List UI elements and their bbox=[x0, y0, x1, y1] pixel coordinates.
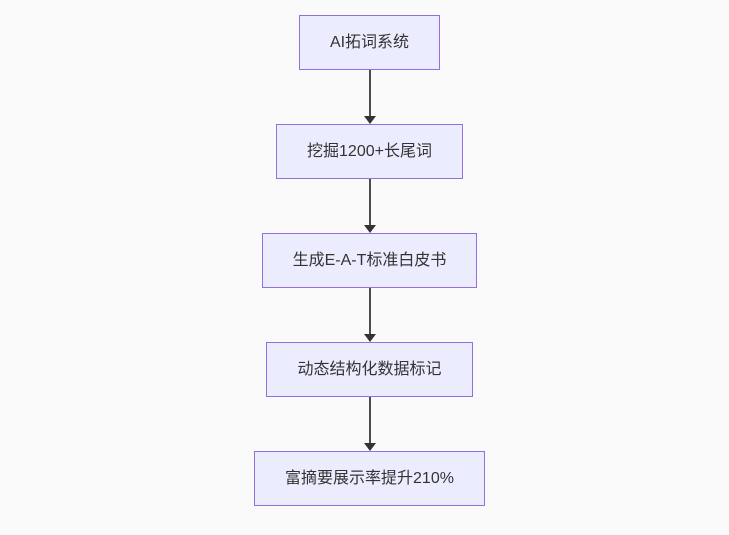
flow-node-structured-data-markup: 动态结构化数据标记 bbox=[266, 342, 473, 397]
flow-node-ai-keyword-system: AI拓词系统 bbox=[298, 15, 441, 70]
flowchart: AI拓词系统 挖掘1200+长尾词 生成E-A-T标准白皮书 动态结构化数据标记… bbox=[5, 0, 729, 506]
flow-edge-3-4 bbox=[363, 288, 376, 342]
flow-node-rich-snippet-rate: 富摘要展示率提升210% bbox=[254, 451, 485, 506]
arrowhead-down-icon bbox=[363, 443, 376, 451]
flow-edge-2-3 bbox=[363, 179, 376, 233]
arrowhead-down-icon bbox=[363, 334, 376, 342]
edge-line bbox=[368, 397, 371, 443]
edge-line bbox=[368, 288, 371, 334]
arrowhead-down-icon bbox=[363, 225, 376, 233]
flow-edge-4-5 bbox=[363, 397, 376, 451]
flow-edge-1-2 bbox=[363, 70, 376, 124]
arrowhead-down-icon bbox=[363, 116, 376, 124]
flow-node-eat-whitepaper: 生成E-A-T标准白皮书 bbox=[261, 233, 478, 288]
edge-line bbox=[368, 70, 371, 116]
edge-line bbox=[368, 179, 371, 225]
flow-node-longtail-mining: 挖掘1200+长尾词 bbox=[276, 124, 463, 179]
